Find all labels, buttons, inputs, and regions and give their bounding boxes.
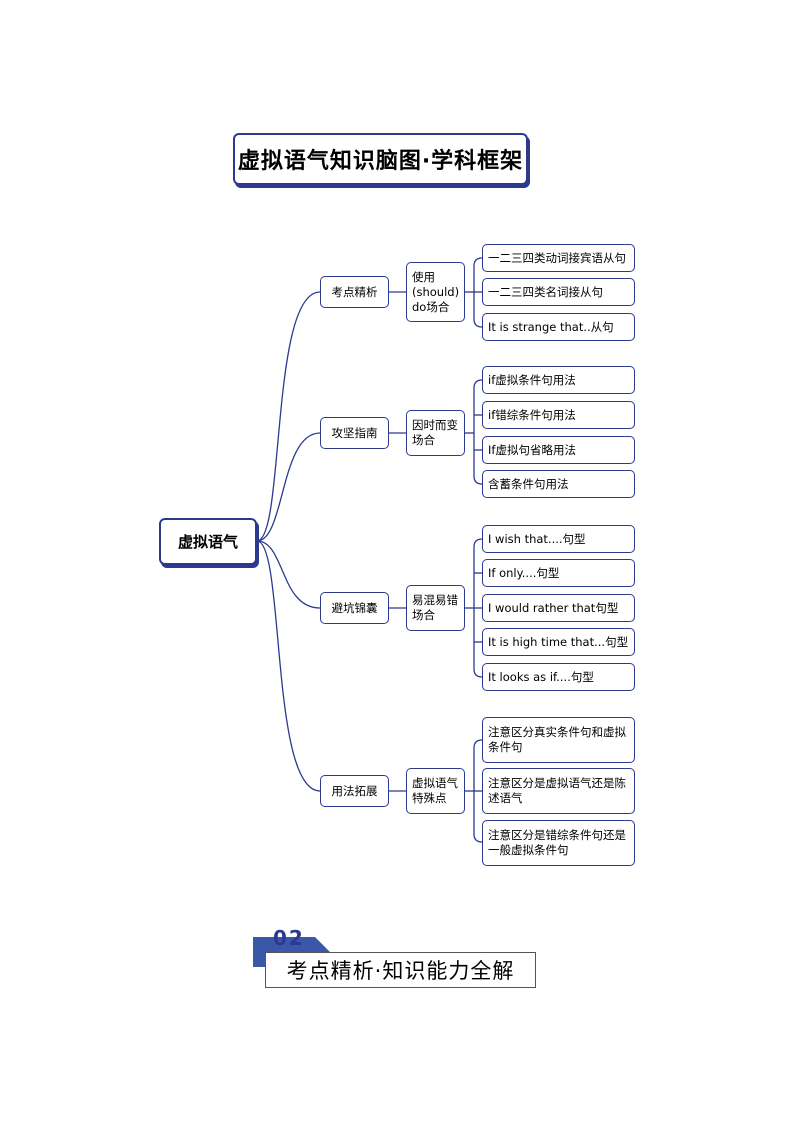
connector-root-branch-3 xyxy=(256,540,321,609)
leaf-node: It is strange that..从句 xyxy=(482,313,635,341)
leaf-node: If only....句型 xyxy=(482,559,635,587)
sub-node-4: 虚拟语气特殊点 xyxy=(406,768,465,814)
page-title: 虚拟语气知识脑图·学科框架 xyxy=(233,133,528,185)
leaf-node: 含蓄条件句用法 xyxy=(482,470,635,498)
leaf-node: I wish that....句型 xyxy=(482,525,635,553)
connector-root-branch-4 xyxy=(256,540,321,792)
section-number: 02 xyxy=(273,926,305,950)
leaf-node: 注意区分是错综条件句还是一般虚拟条件句 xyxy=(482,820,635,866)
connector-root-branch-1 xyxy=(256,291,321,542)
sub-node-1: 使用(should) do场合 xyxy=(406,262,465,322)
leaf-node: I would rather that句型 xyxy=(482,594,635,622)
leaf-node: if虚拟条件句用法 xyxy=(482,366,635,394)
leaf-node: 一二三四类动词接宾语从句 xyxy=(482,244,635,272)
sub-node-3: 易混易错场合 xyxy=(406,585,465,631)
sub-node-2: 因时而变场合 xyxy=(406,410,465,456)
leaf-node: 注意区分真实条件句和虚拟条件句 xyxy=(482,717,635,763)
leaf-node: 一二三四类名词接从句 xyxy=(482,278,635,306)
branch-node-3: 避坑锦囊 xyxy=(320,592,389,624)
branch-node-4: 用法拓展 xyxy=(320,775,389,807)
leaf-node: It is high time that...句型 xyxy=(482,628,635,656)
leaf-node: If虚拟句省略用法 xyxy=(482,436,635,464)
section-title: 考点精析·知识能力全解 xyxy=(265,952,536,988)
leaf-node: 注意区分是虚拟语气还是陈述语气 xyxy=(482,768,635,814)
leaf-node: It looks as if....句型 xyxy=(482,663,635,691)
branch-node-2: 攻坚指南 xyxy=(320,417,389,449)
root-node: 虚拟语气 xyxy=(159,518,257,565)
connector-root-branch-2 xyxy=(256,432,321,542)
leaf-node: if错综条件句用法 xyxy=(482,401,635,429)
branch-node-1: 考点精析 xyxy=(320,276,389,308)
